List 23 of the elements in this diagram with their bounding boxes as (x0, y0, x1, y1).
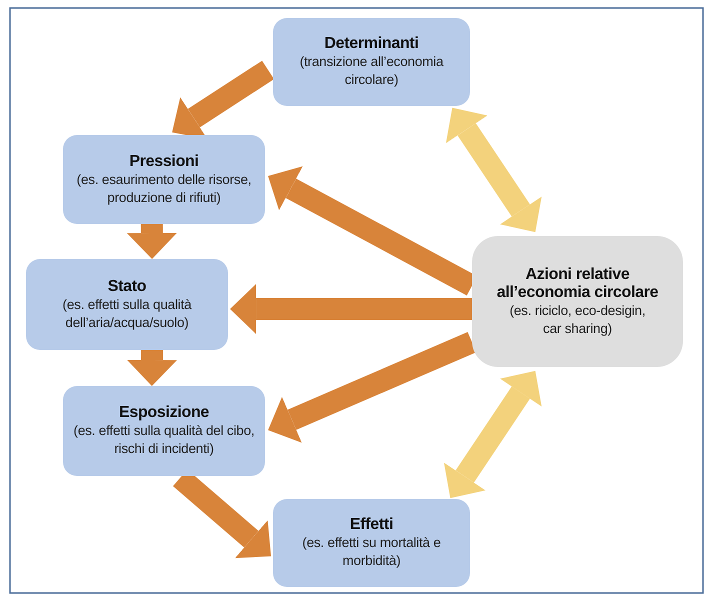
block-arrow (127, 350, 177, 386)
box-description: (transizione all’economia circolare) (298, 53, 444, 89)
stage-box (273, 18, 470, 106)
box-description: (es. effetti sulla qualità del cibo, rischi di incidenti) (72, 422, 256, 458)
box-title: Azioni relative all’economia circolare (496, 266, 660, 302)
block-arrow (446, 108, 542, 232)
stage-box (26, 259, 228, 350)
stage-box (63, 135, 265, 224)
box-title: Stato (108, 278, 146, 296)
block-arrow (268, 332, 476, 443)
stage-box (273, 499, 470, 587)
box-title: Determinanti (324, 35, 419, 54)
block-arrow (126, 224, 177, 259)
action-box (472, 236, 683, 367)
block-arrow (444, 370, 542, 498)
box-description: (es. effetti sulla qualità dell’aria/acqua/suolo) (62, 296, 193, 332)
box-description: (es. esaurimento delle risorse, produzione di rifiuti) (76, 170, 252, 206)
box-title: Pressioni (129, 152, 199, 171)
box-title: Esposizione (118, 404, 210, 422)
box-title: Effetti (350, 516, 394, 534)
box-description: (es. riciclo, eco-desigin, car sharing) (508, 302, 646, 338)
box-description: (es. effetti su mortalità e morbidità) (301, 534, 442, 570)
stage-box (63, 386, 265, 476)
